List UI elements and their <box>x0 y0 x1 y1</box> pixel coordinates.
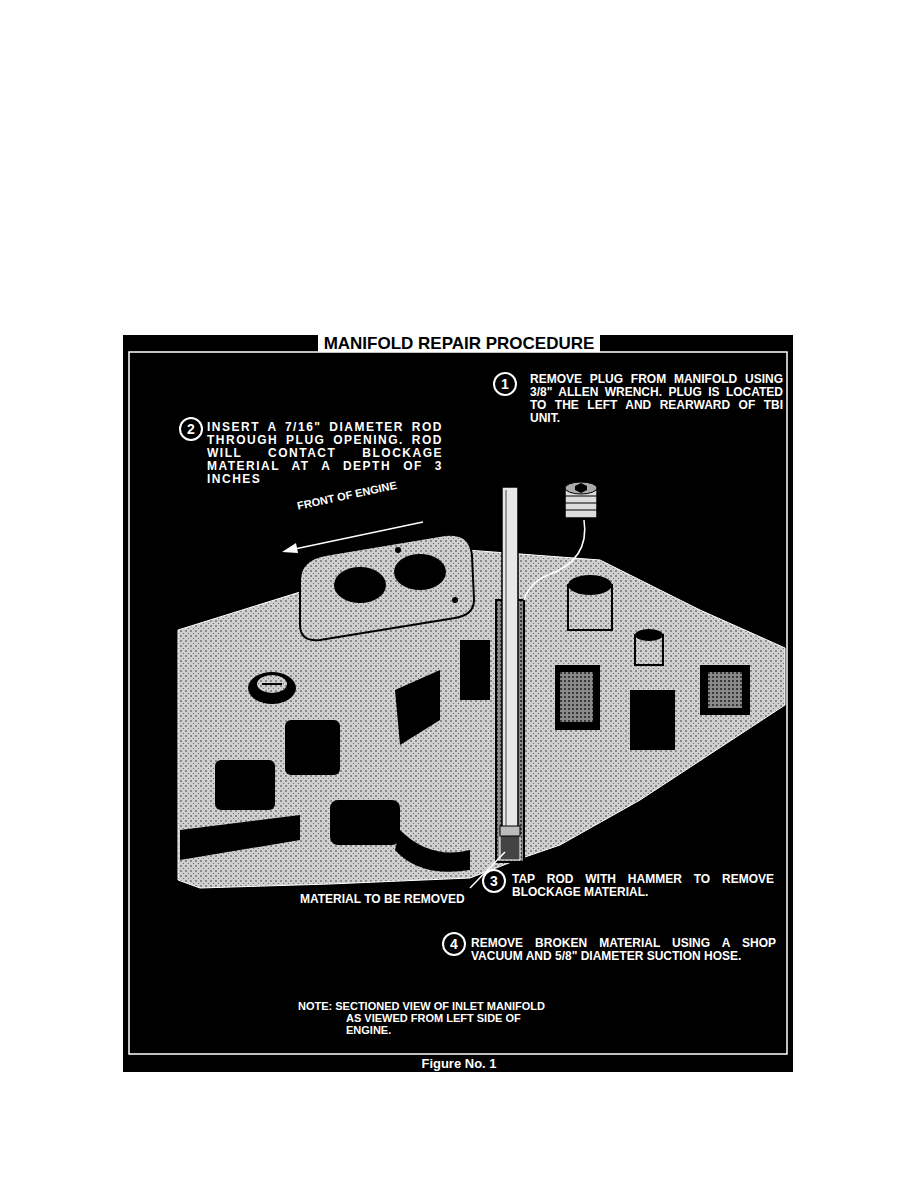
step-text: TAP ROD WITH HAMMER TO REMOVE BLOCKAGE M… <box>512 873 774 899</box>
figure-caption: Figure No. 1 <box>0 1057 918 1071</box>
step-text: INSERT A 7/16" DIAMETER ROD THROUGH PLUG… <box>207 421 443 486</box>
note-text: NOTE: SECTIONED VIEW OF INLET MANIFOLD A… <box>298 1000 548 1036</box>
step-text: REMOVE PLUG FROM MANIFOLD USING 3/8" ALL… <box>530 373 783 425</box>
callout-number: 1 <box>501 377 509 391</box>
title-bar: MANIFOLD REPAIR PROCEDURE <box>0 335 918 353</box>
callout-circle: 1 <box>493 372 517 396</box>
step-text: REMOVE BROKEN MATERIAL USING A SHOP VACU… <box>471 937 776 963</box>
callout-circle: 2 <box>179 417 203 441</box>
callout-number: 3 <box>490 874 498 888</box>
title-text: MANIFOLD REPAIR PROCEDURE <box>318 335 601 352</box>
part-label: MATERIAL TO BE REMOVED <box>300 893 465 906</box>
callout-number: 2 <box>187 422 195 436</box>
callout-circle: 4 <box>442 932 466 956</box>
callout-circle: 3 <box>482 869 506 893</box>
callout-number: 4 <box>450 937 458 951</box>
